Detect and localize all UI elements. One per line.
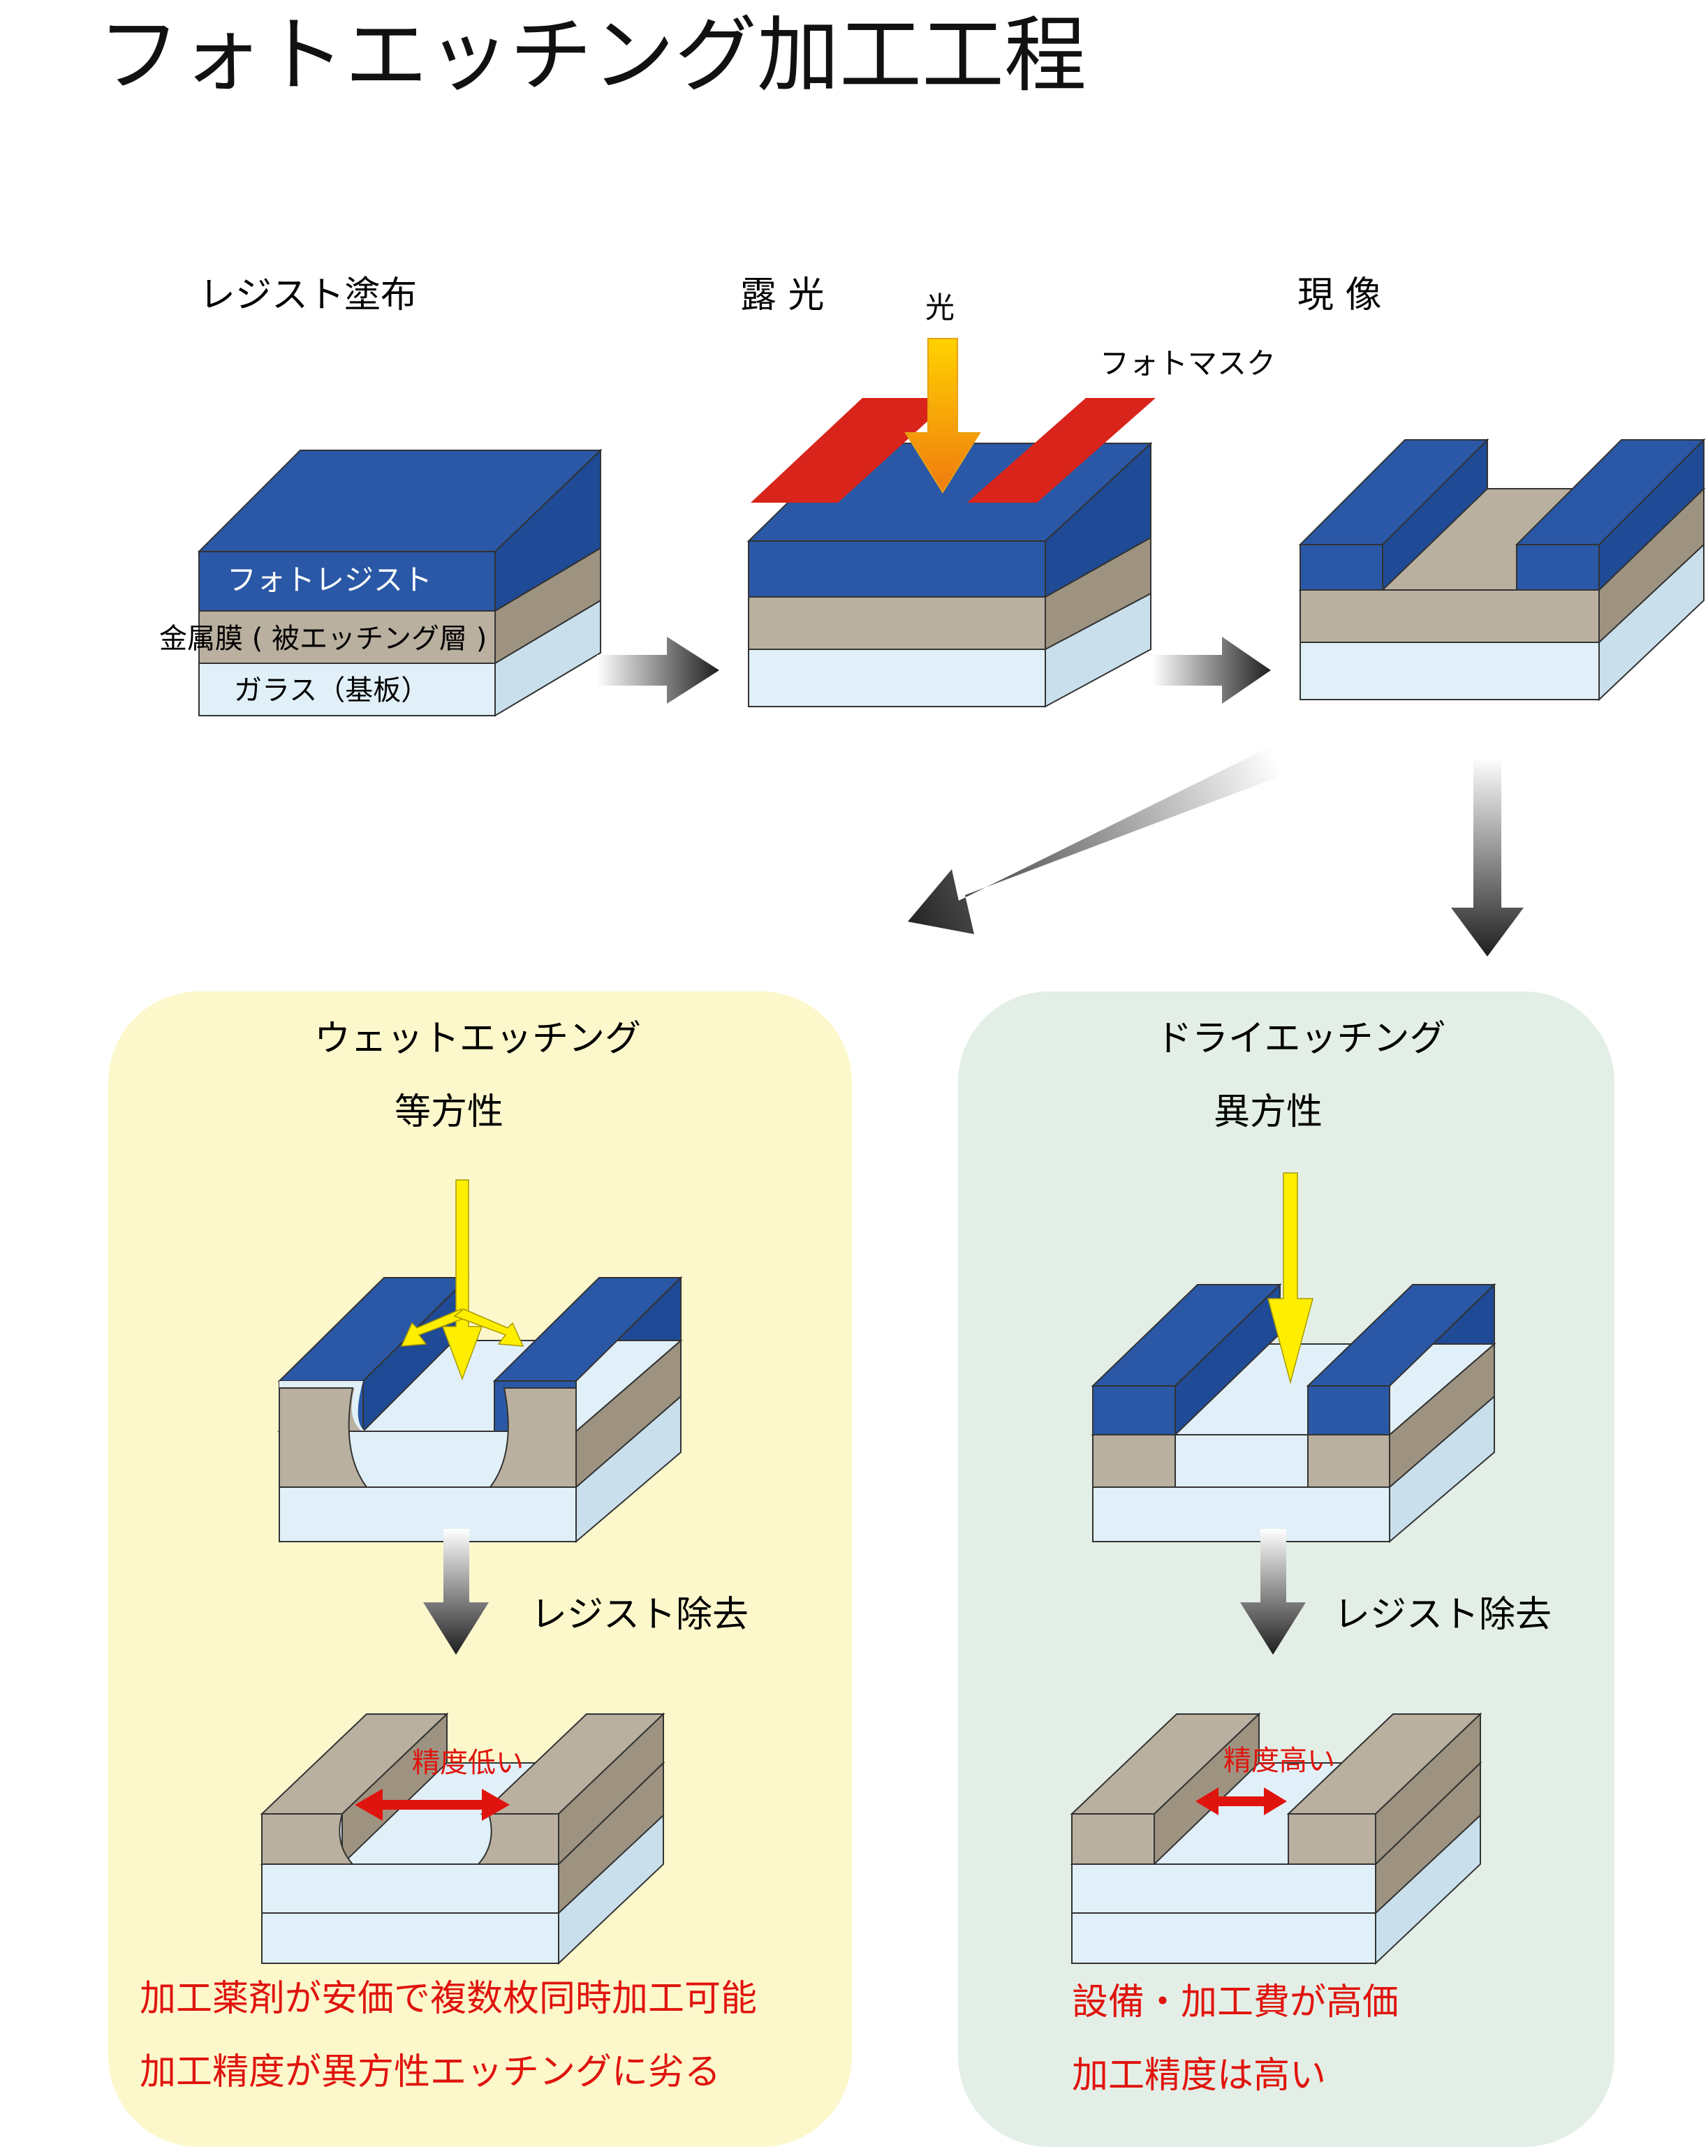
flow-arrow-to-wet (908, 747, 1283, 934)
flow-arrow-to-dry (1451, 758, 1524, 957)
wet-note-1: 加工薬剤が安価で複数枚同時加工可能 (140, 1978, 757, 2020)
block-wet-etch (277, 1276, 683, 1544)
dry-ion-arrow (1267, 1172, 1313, 1385)
light-arrow (904, 338, 981, 494)
step-label-exposure: 露 光 (740, 274, 825, 316)
step-label-develop: 現 像 (1297, 274, 1382, 316)
dry-note-1: 設備・加工費が高価 (1072, 1981, 1399, 2023)
photomask (751, 398, 1156, 503)
wet-precision-arrow (355, 1789, 510, 1821)
layer-label-glass: ガラス（基板） (234, 674, 429, 707)
flow-arrow-1 (597, 637, 719, 704)
dry-title: ドライエッチング (1156, 1018, 1445, 1060)
block-develop (1298, 438, 1706, 702)
wet-etching-panel (108, 991, 852, 2147)
wet-etchant-arrows (400, 1179, 524, 1381)
light-label: 光 (925, 290, 955, 325)
dry-property: 異方性 (1214, 1091, 1323, 1133)
photomask-label: フォトマスク (1100, 346, 1276, 381)
dry-removal-label: レジスト除去 (1334, 1594, 1552, 1636)
dry-precision-label: 精度高い (1223, 1745, 1335, 1777)
wet-precision-label: 精度低い (412, 1747, 524, 1779)
wet-property: 等方性 (395, 1091, 503, 1133)
block-dry-result (1070, 1712, 1482, 1965)
layer-label-photoresist: フォトレジスト (227, 563, 432, 597)
flow-arrow-2 (1152, 637, 1271, 704)
step-label-coating: レジスト塗布 (199, 274, 417, 316)
block-dry-etch (1091, 1283, 1496, 1544)
block-wet-result (260, 1712, 665, 1965)
page-title: フォトエッチング加工工程 (98, 7, 1087, 103)
wet-title: ウェットエッチング (314, 1018, 641, 1060)
dry-precision-arrow (1195, 1787, 1287, 1815)
layer-label-metal: 金属膜 ( 被エッチング層 ) (159, 623, 487, 655)
block-coating (197, 448, 603, 717)
wet-removal-label: レジスト除去 (531, 1594, 749, 1636)
dry-removal-arrow (1240, 1529, 1306, 1655)
wet-note-2: 加工精度が異方性エッチングに劣る (140, 2051, 721, 2093)
wet-removal-arrow (423, 1529, 489, 1655)
dry-note-2: 加工精度は高い (1072, 2055, 1326, 2097)
